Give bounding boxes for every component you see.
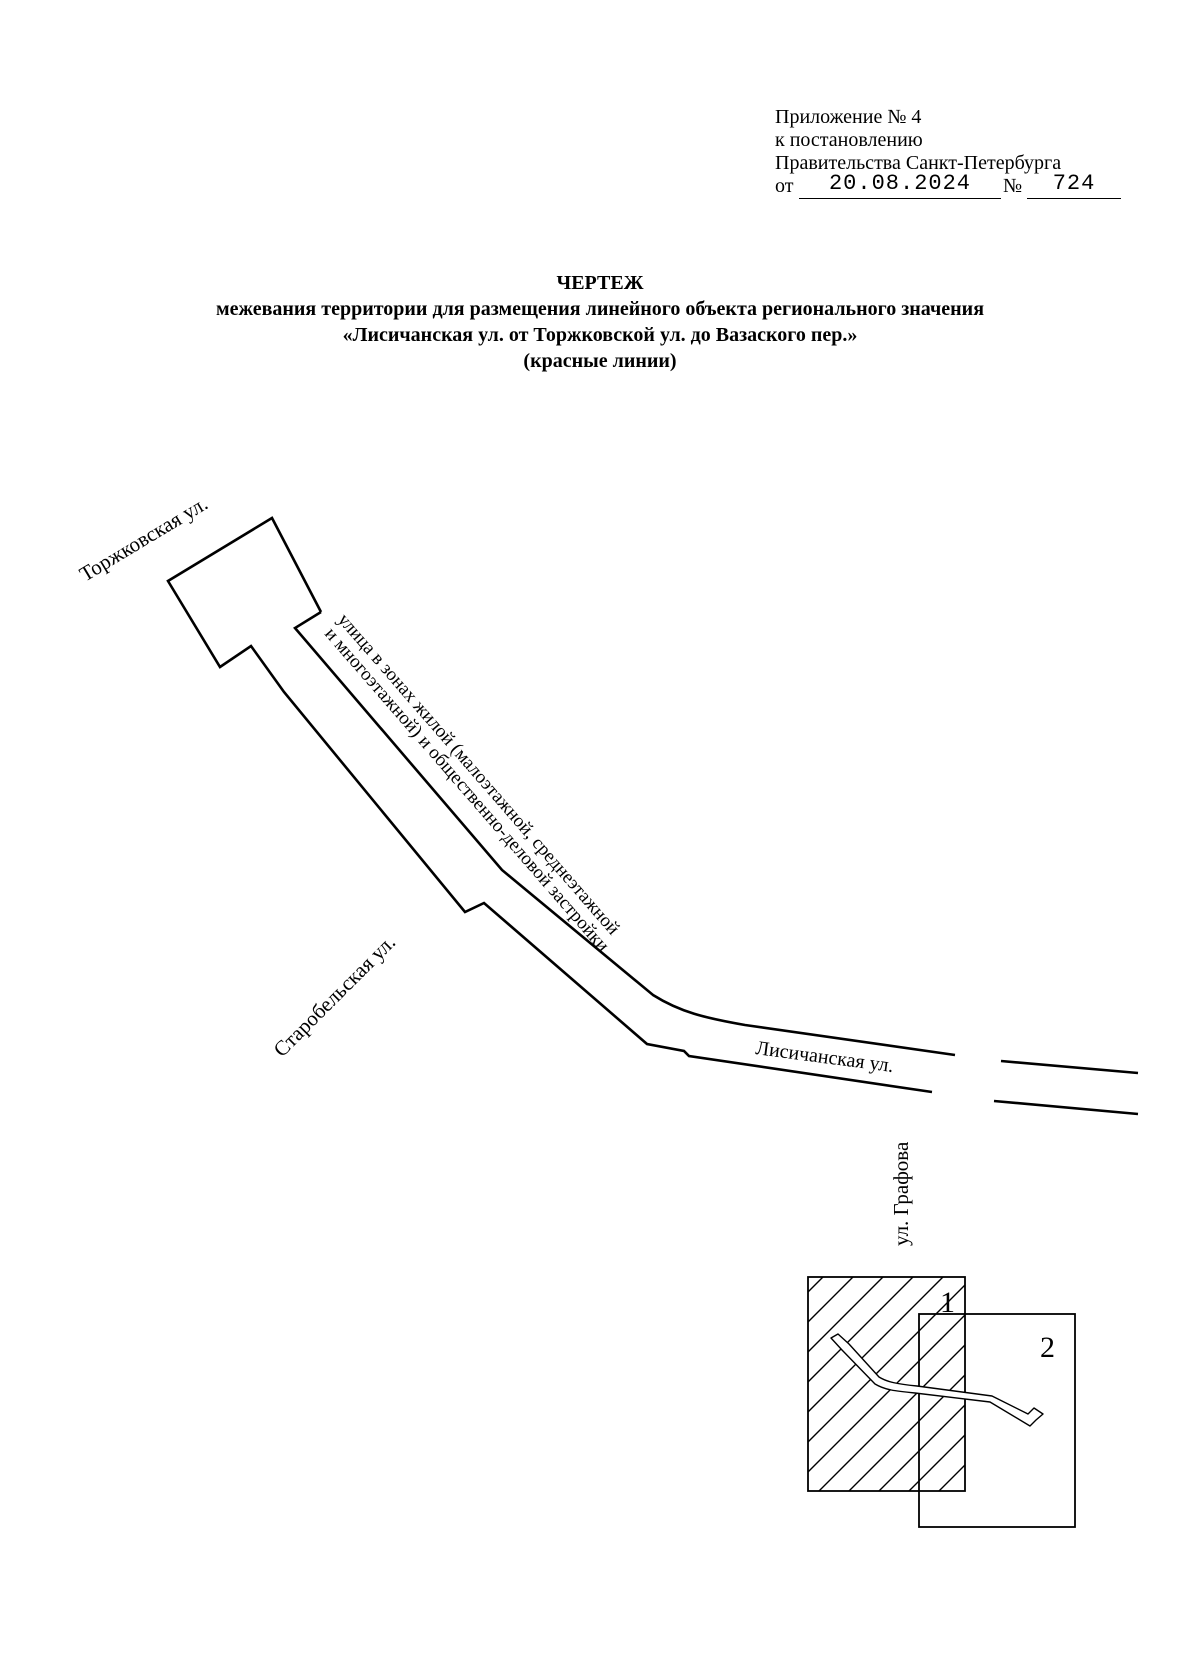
decree-date-number-line: от 20.08.2024 № 724 <box>775 172 1135 202</box>
document-subtitle-line2: «Лисичанская ул. от Торжковской ул. до В… <box>342 324 858 346</box>
red-line-east-lower <box>993 1099 1139 1116</box>
red-line-right-boundary <box>293 610 956 1057</box>
decree-date-value: 20.08.2024 <box>799 172 1001 199</box>
appendix-header: Приложение № 4 к постановлению Правитель… <box>775 106 1135 202</box>
label-grafova: ул. Графова <box>889 1141 913 1246</box>
red-line-left-boundary <box>166 516 933 1094</box>
index-sheet-2-frame <box>918 1313 1076 1528</box>
red-line-east-upper <box>1000 1059 1139 1075</box>
appendix-government: Правительства Санкт-Петербурга <box>775 152 1062 174</box>
document-subtitle-line1: межевания территории для размещения лине… <box>215 298 985 320</box>
label-street-description-line1: улица в зонах жилой (малоэтажной, средне… <box>333 610 623 940</box>
decree-number-prefix: № <box>1003 175 1023 197</box>
label-torzhkovskaya: Торжковская ул. <box>75 491 212 586</box>
appendix-number: Приложение № 4 <box>775 106 922 128</box>
index-sheet-1-frame <box>807 1276 966 1492</box>
label-starobelskaya: Старобельская ул. <box>269 930 401 1062</box>
appendix-to-resolution: к постановлению <box>775 129 923 151</box>
document-title-block: ЧЕРТЕЖ межевания территории для размещен… <box>60 270 1140 374</box>
document-subtitle-line3: (красные линии) <box>523 350 677 372</box>
decree-date-prefix: от <box>775 175 794 197</box>
index-sheet-1-label: 1 <box>940 1286 955 1319</box>
decree-number-value: 724 <box>1027 172 1121 199</box>
document-title: ЧЕРТЕЖ <box>556 272 644 294</box>
index-street-outline <box>830 1333 1044 1427</box>
index-map: 1 2 <box>807 1276 1076 1528</box>
index-sheet-2-label: 2 <box>1040 1331 1055 1364</box>
